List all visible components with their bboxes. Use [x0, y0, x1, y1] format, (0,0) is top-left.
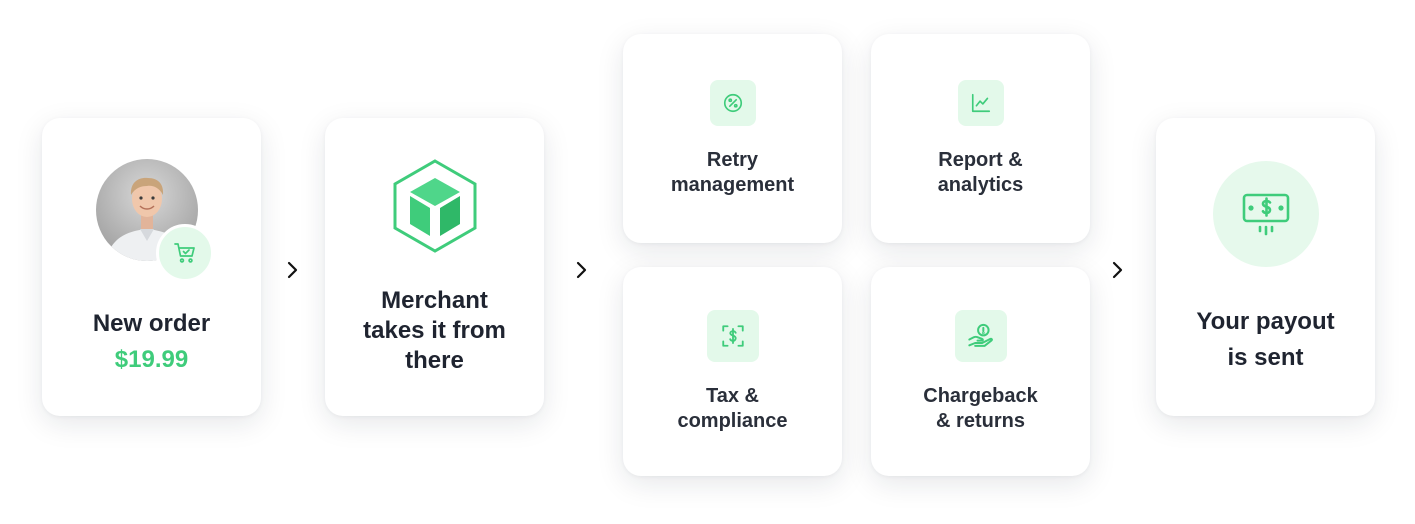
- line-chart-icon: [971, 93, 990, 112]
- feature-label-line-1: Report &: [938, 148, 1023, 171]
- feature-label-line-2: compliance: [677, 409, 788, 432]
- feature-card-chargeback: Chargeback & returns: [871, 267, 1090, 476]
- chevron-right-icon: [576, 261, 587, 279]
- feature-label-line-2: analytics: [937, 173, 1024, 196]
- merchant-line-3: there: [405, 347, 464, 374]
- feature-label-line-1: Retry: [706, 148, 759, 171]
- hand-coin-icon: [967, 323, 993, 347]
- feature-label-line-2: & returns: [936, 409, 1025, 432]
- order-price: $19.99: [114, 346, 189, 373]
- feature-label-line-1: Chargeback: [923, 384, 1038, 407]
- chevron-right-icon: [287, 261, 298, 279]
- chevron-right-icon: [1112, 261, 1123, 279]
- dollar-scan-icon: [721, 324, 744, 347]
- feature-card-retry: Retry management: [623, 34, 842, 243]
- merchant-card: Merchant takes it from there: [325, 118, 544, 416]
- merchant-line-1: Merchant: [381, 287, 488, 314]
- shopping-cart-icon: [173, 243, 195, 263]
- feature-icon-tile: [954, 309, 1007, 362]
- cart-badge: [155, 224, 214, 282]
- merchant-hexagon-logo: [393, 159, 476, 253]
- feature-card-report: Report & analytics: [871, 34, 1090, 243]
- payout-line-2: is sent: [1227, 344, 1304, 371]
- feature-card-tax: Tax & compliance: [623, 267, 842, 476]
- feature-icon-tile: [706, 309, 759, 362]
- feature-label-line-1: Tax &: [706, 384, 759, 407]
- avatar-group: [95, 159, 214, 282]
- payout-line-1: Your payout: [1196, 308, 1335, 335]
- percent-badge-icon: [723, 93, 742, 112]
- payout-card: Your payout is sent: [1156, 118, 1375, 416]
- feature-icon-tile: [709, 79, 756, 126]
- feature-icon-tile: [957, 79, 1004, 126]
- banknote-dollar-icon: [1242, 193, 1289, 236]
- merchant-line-2: takes it from: [363, 317, 506, 344]
- feature-label-line-2: management: [670, 173, 795, 196]
- new-order-card: New order $19.99: [42, 118, 261, 416]
- new-order-title: New order: [92, 310, 211, 337]
- payout-icon-circle: [1212, 161, 1319, 267]
